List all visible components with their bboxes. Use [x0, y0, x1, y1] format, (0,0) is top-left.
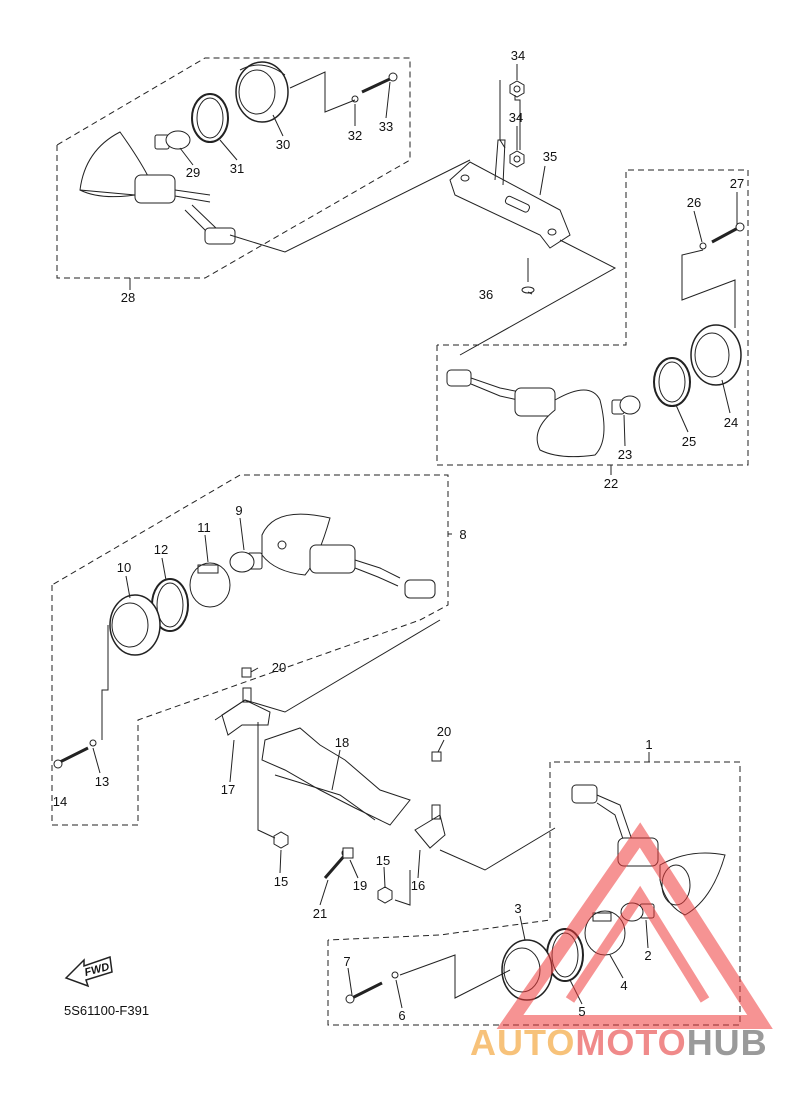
callout-33: 33 [379, 119, 393, 134]
washer-13 [89, 739, 97, 747]
callout-10: 10 [117, 560, 131, 575]
screw-27 [711, 222, 745, 244]
socket-11 [189, 562, 231, 608]
lamp-body-28 [79, 131, 236, 245]
callout-25: 25 [682, 434, 696, 449]
callout-31: 31 [230, 161, 244, 176]
group-28-outline [56, 57, 411, 279]
group-8-outline [51, 474, 449, 826]
watermark-logo: AUTOMOTOHUB [470, 1022, 768, 1064]
callout-19: 19 [353, 878, 367, 893]
callout-23: 23 [618, 447, 632, 462]
screw-14 [53, 746, 89, 769]
callout-11: 11 [197, 520, 211, 535]
nut-34-mid [509, 150, 525, 168]
callout-14: 14 [53, 794, 67, 809]
callout-12: 12 [154, 542, 168, 557]
screw-7 [345, 981, 383, 1004]
fwd-arrow-icon [64, 955, 113, 988]
callout-36: 36 [479, 287, 493, 302]
callout-30: 30 [276, 137, 290, 152]
callout-22: 22 [604, 476, 618, 491]
callout-5: 5 [578, 1004, 585, 1019]
bulb-29 [154, 130, 191, 150]
watermark-triangle-icon [496, 822, 773, 1029]
clip-20-right [431, 751, 442, 762]
callout-32: 32 [348, 128, 362, 143]
screw-33 [361, 72, 398, 94]
group-1-outline [327, 761, 741, 1026]
nut-15-left [273, 831, 289, 849]
callout-1: 1 [645, 737, 652, 752]
callout-15-right: 15 [376, 853, 390, 868]
bracket-18 [261, 727, 411, 826]
bulb-23 [611, 395, 641, 415]
callout-18: 18 [335, 735, 349, 750]
callout-17: 17 [221, 782, 235, 797]
callout-20-left: 20 [272, 660, 286, 675]
nut-34-top [509, 80, 525, 98]
callout-labels: 1 2 3 4 5 6 7 8 9 10 11 12 13 14 15 15 1… [53, 48, 744, 1023]
lamp-body-8 [261, 513, 436, 599]
lens-10 [109, 594, 161, 656]
watermark-part-auto: AUTO [470, 1022, 576, 1063]
nut-15-right [377, 886, 393, 904]
callout-34-top: 34 [511, 48, 525, 63]
washer-6 [391, 971, 399, 979]
gasket-31 [191, 93, 229, 143]
callout-8: 8 [459, 527, 466, 542]
callout-20-right: 20 [437, 724, 451, 739]
bulb-9 [229, 551, 263, 573]
clip-20-left [241, 667, 252, 678]
callout-3: 3 [514, 901, 521, 916]
group-22-outline [436, 169, 749, 466]
callout-9: 9 [235, 503, 242, 518]
collar-19 [342, 847, 354, 859]
watermark-part-hub: HUB [686, 1022, 768, 1063]
lamp-body-22 [446, 369, 605, 458]
callout-28: 28 [121, 290, 135, 305]
stay-17 [221, 687, 271, 736]
stay-16 [414, 804, 446, 849]
gasket-25 [653, 357, 691, 407]
washer-26 [699, 242, 707, 250]
washer-32 [351, 95, 359, 103]
callout-26: 26 [687, 195, 701, 210]
callout-29: 29 [186, 165, 200, 180]
callout-16: 16 [411, 878, 425, 893]
callout-21: 21 [313, 906, 327, 921]
diagram-code: 5S61100-F391 [64, 1003, 150, 1018]
callout-15-left: 15 [274, 874, 288, 889]
callout-34-mid: 34 [509, 110, 523, 125]
callout-4: 4 [620, 978, 627, 993]
bracket-35 [449, 139, 571, 249]
callout-6: 6 [398, 1008, 405, 1023]
callout-24: 24 [724, 415, 738, 430]
bolt-36 [521, 258, 535, 294]
housing-30 [235, 61, 289, 123]
callout-27: 27 [730, 176, 744, 191]
watermark-part-moto: MOTO [575, 1022, 687, 1063]
housing-24 [690, 324, 742, 386]
callout-13: 13 [95, 774, 109, 789]
callout-2: 2 [644, 948, 651, 963]
callout-35: 35 [543, 149, 557, 164]
callout-7: 7 [343, 954, 350, 969]
